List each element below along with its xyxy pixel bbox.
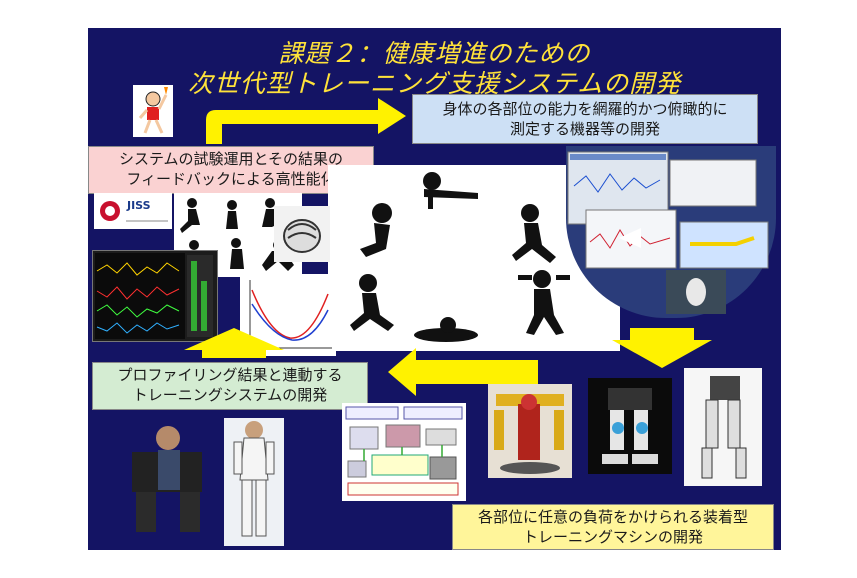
measurement-line-1: 身体の各部位の能力を網羅的かつ俯瞰的に (442, 100, 728, 118)
arrow-to-feedback (184, 328, 284, 358)
pointer-triangle (619, 228, 641, 248)
seated-training-machine-photo (128, 422, 208, 540)
measurement-screens-image (566, 146, 776, 318)
leg-exoskeleton-photo (588, 378, 672, 474)
feedback-line-2: フィードバックによる高性能化 (126, 170, 336, 188)
wearable-machine-line-1: 各部位に任意の負荷をかけられる装着型 (477, 508, 748, 526)
jiss-logo-text: JISS (127, 199, 151, 212)
robot-arm-machine-photo (488, 384, 572, 478)
torch-runner-image (133, 85, 173, 137)
arrow-to-measurement (206, 98, 406, 144)
feedback-box: システムの試験運用とその結果の フィードバックによる高性能化 (88, 146, 374, 194)
title-line-1: 課題２：健康増進のための (278, 39, 591, 68)
stick-figures (350, 172, 570, 342)
title-line-2: 次世代型トレーニング支援システムの開発 (187, 69, 682, 98)
measurement-box: 身体の各部位の能力を網羅的かつ俯瞰的に 測定する機器等の開発 (412, 94, 758, 144)
gripping-hand-image (274, 206, 330, 262)
profiling-line-1: プロファイリング結果と連動する (117, 366, 343, 384)
walking-exoskeleton-photo (684, 368, 762, 486)
profiling-box: プロファイリング結果と連動する トレーニングシステムの開発 (92, 362, 368, 410)
wearable-machine-box: 各部位に任意の負荷をかけられる装着型 トレーニングマシンの開発 (452, 504, 774, 550)
arrow-to-machines (612, 328, 712, 368)
wearable-suit-person-photo (224, 418, 284, 546)
profiling-line-2: トレーニングシステムの開発 (132, 386, 328, 404)
training-system-flow-image (342, 403, 466, 501)
analysis-software-screenshot (92, 250, 218, 342)
slide: 課題２：健康増進のための 次世代型トレーニング支援システムの開発 身体の各部位の… (88, 28, 781, 550)
feedback-line-1: システムの試験運用とその結果の (118, 150, 344, 168)
wearable-machine-line-2: トレーニングマシンの開発 (522, 528, 703, 546)
jiss-logo: JISS (94, 193, 172, 229)
measurement-line-2: 測定する機器等の開発 (509, 120, 660, 138)
